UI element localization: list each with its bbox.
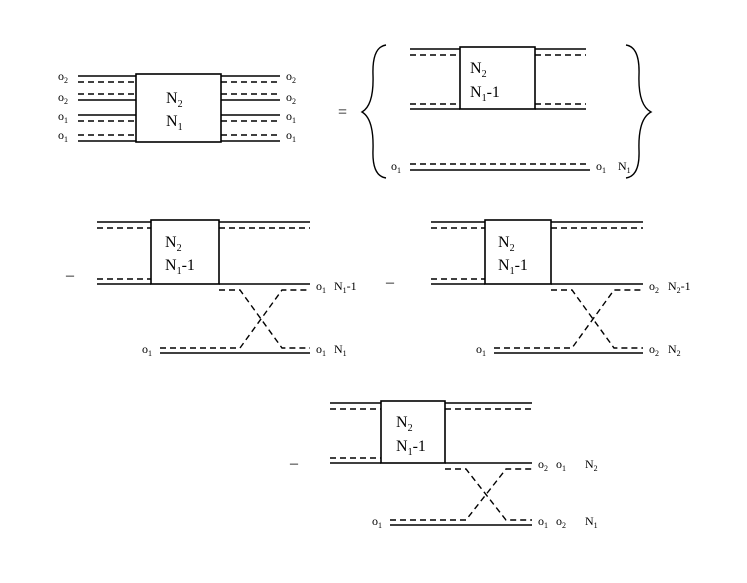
port-label-o1: o1 (538, 514, 548, 530)
bracket-term: N2 N1-1 o1 o1 N1 (360, 44, 653, 179)
port-label-o2: o2 (58, 69, 68, 85)
reduced-box (459, 46, 536, 110)
port-label-o1: o1 (391, 159, 401, 175)
left-brace (360, 44, 387, 179)
port-label-o1: o1 (316, 279, 326, 295)
port-label-o1: o1 (372, 514, 382, 530)
box-label-top: N2 (396, 414, 413, 434)
box-label-top: N2 (498, 234, 515, 254)
side-label-N1: N1 (585, 514, 598, 530)
port-label-o2: o2 (58, 90, 68, 106)
port-label-o1: o1 (316, 342, 326, 358)
cross-line (494, 289, 643, 349)
exchange-term-o2: – N2 N1-1 o2 N2-1 o1 o2 N2 (385, 219, 691, 358)
port-label-o2: o2 (286, 90, 296, 106)
box-label-bottom: N1 (166, 113, 183, 133)
side-label-N1: N1 (618, 159, 631, 175)
side-label-N2: N2 (585, 457, 598, 473)
reduced-box (484, 219, 552, 285)
box-label-top: N2 (166, 90, 183, 110)
minus-sign: – (65, 267, 75, 284)
lhs-diagram: N2 N1 o2 o2 o1 o1 o2 o2 o1 o1 (58, 69, 296, 144)
side-label-N2m1: N2-1 (668, 279, 691, 295)
port-label-o1: o1 (58, 109, 68, 125)
box-label-top: N2 (165, 234, 182, 254)
reduced-box (150, 219, 220, 285)
port-label-o1: o1 (476, 342, 486, 358)
port-label-o2: o2 (649, 342, 659, 358)
minus-sign: – (289, 455, 299, 472)
port-label-o1: o1 (142, 342, 152, 358)
lhs-box (135, 73, 222, 143)
port-label-o1: o1 (286, 128, 296, 144)
port-label-o1: o1 (596, 159, 606, 175)
port-label-o2: o2 (286, 69, 296, 85)
exchange-term-o1: – N2 N1-1 o1 N1-1 o1 o1 N1 (65, 219, 357, 358)
side-label-N2: N2 (668, 342, 681, 358)
port-label-o1: o1 (556, 457, 566, 473)
box-label-bottom: N1-1 (396, 438, 426, 458)
right-brace (625, 44, 653, 179)
port-label-o2: o2 (649, 279, 659, 295)
box-label-bottom: N1-1 (498, 257, 528, 277)
port-label-o2: o2 (538, 457, 548, 473)
port-label-o2: o2 (556, 514, 566, 530)
exchange-term-mixed: – N2 N1-1 o2 o1 N2 o1 o1 o2 N1 (289, 400, 598, 530)
cross-line (390, 468, 532, 521)
box-label-top: N2 (470, 60, 487, 80)
side-label-N1m1: N1-1 (334, 279, 357, 295)
minus-sign: – (385, 274, 395, 291)
box-label-bottom: N1-1 (165, 257, 195, 277)
box-label-bottom: N1-1 (470, 84, 500, 104)
cross-line (219, 289, 310, 349)
side-label-N1: N1 (334, 342, 347, 358)
port-label-o1: o1 (58, 128, 68, 144)
cross-line (160, 289, 310, 349)
cross-line (445, 468, 532, 521)
reduced-box (380, 400, 446, 464)
port-label-o1: o1 (286, 109, 296, 125)
equals-sign: = (338, 104, 347, 121)
cross-line (551, 289, 643, 349)
